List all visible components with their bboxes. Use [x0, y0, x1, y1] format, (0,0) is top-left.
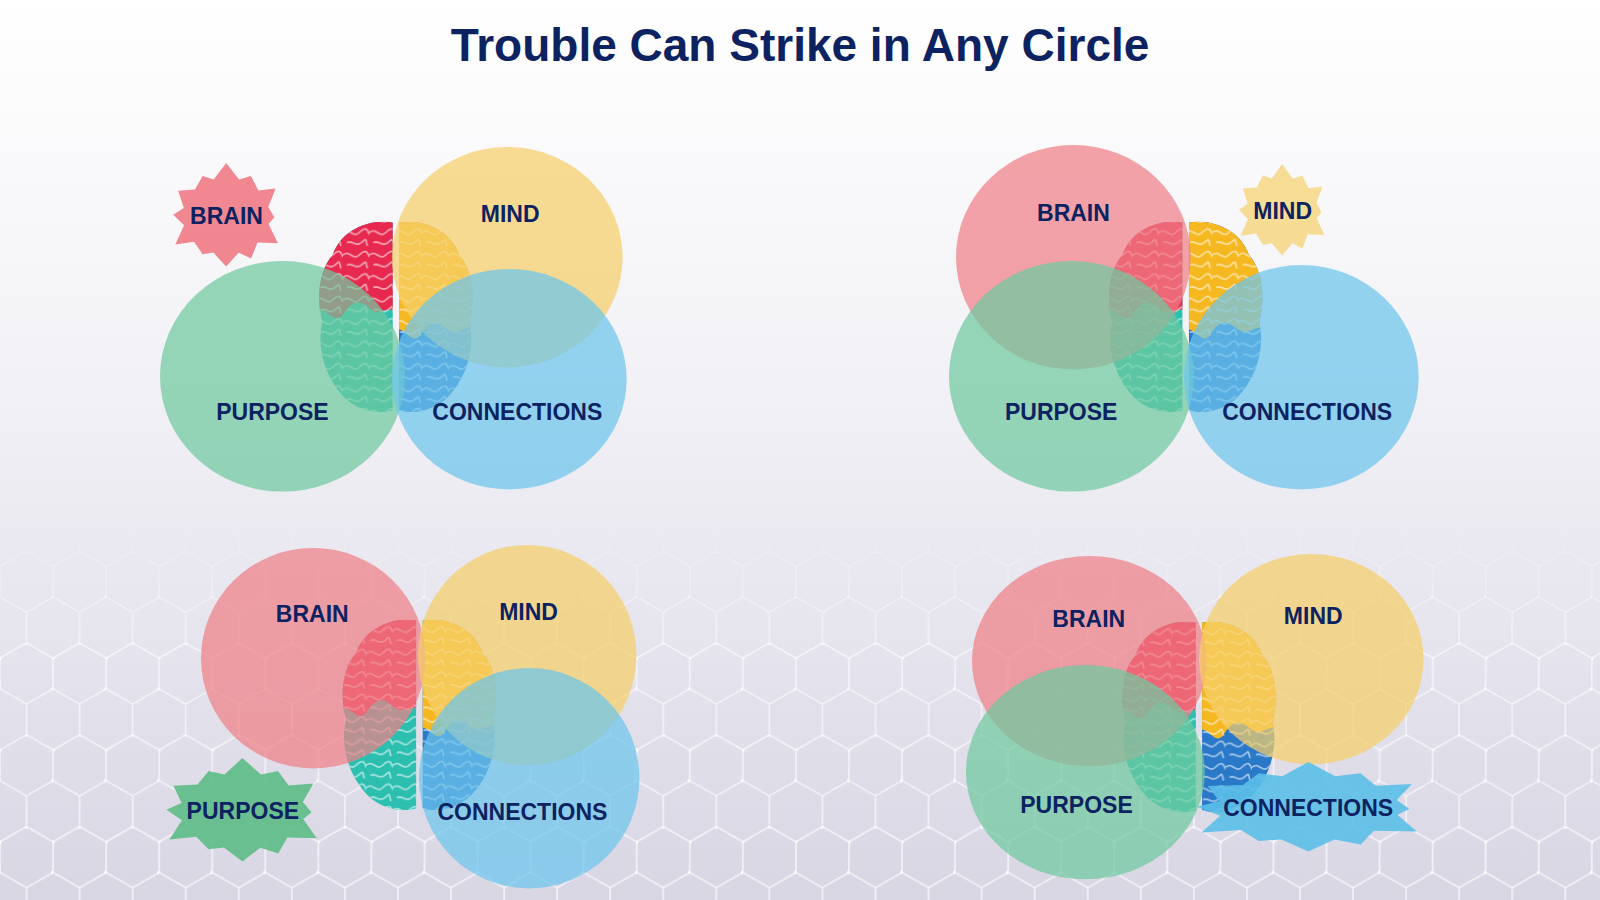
circle — [392, 269, 627, 489]
shape-outline — [966, 665, 1205, 879]
circle-label: MIND — [1284, 603, 1343, 629]
circle — [966, 665, 1205, 879]
circle-label: CONNECTIONS — [1223, 795, 1393, 821]
shape-outline — [201, 548, 425, 768]
starburst — [1239, 164, 1324, 256]
shape-outline — [949, 261, 1194, 492]
venn-circle: PURPOSE — [966, 665, 1205, 879]
circle — [949, 261, 1194, 492]
label-group: CONNECTIONS — [1223, 795, 1393, 821]
circle-label: BRAIN — [276, 601, 349, 627]
label-group: MIND — [1253, 198, 1312, 224]
venn-circle: CONNECTIONS — [419, 668, 639, 888]
label-group: BRAIN — [1052, 606, 1125, 632]
diagram-title: Trouble Can Strike in Any Circle — [0, 18, 1600, 72]
circle-label: CONNECTIONS — [1222, 399, 1392, 425]
venn-circle: PURPOSE — [160, 261, 405, 492]
circle-label: PURPOSE — [216, 399, 328, 425]
circle — [419, 668, 639, 888]
circle-label: PURPOSE — [1020, 792, 1132, 818]
shape-outline — [392, 269, 627, 489]
label-group: MIND — [499, 599, 558, 625]
venn-circle: CONNECTIONS — [1184, 265, 1419, 489]
shape-outline — [1184, 265, 1419, 489]
trouble-burst: CONNECTIONS — [1182, 762, 1435, 854]
venn-circle: PURPOSE — [949, 261, 1194, 492]
label-group: MIND — [481, 201, 540, 227]
shape-outline — [1199, 554, 1423, 764]
circle-label: BRAIN — [190, 203, 263, 229]
circle-label: MIND — [1253, 198, 1312, 224]
shape-outline — [419, 668, 639, 888]
label-group: PURPOSE — [1005, 399, 1117, 425]
trouble-burst: PURPOSE — [156, 758, 329, 864]
shape-outline — [160, 261, 405, 492]
trouble-burst: BRAIN — [166, 163, 286, 269]
starburst — [174, 163, 279, 266]
network-background — [0, 510, 1600, 900]
trouble-burst: MIND — [1233, 164, 1331, 258]
circle — [160, 261, 405, 492]
label-group: BRAIN — [1037, 200, 1110, 226]
label-group: MIND — [1284, 603, 1343, 629]
label-group: BRAIN — [190, 203, 263, 229]
venn-circle: MIND — [1199, 554, 1423, 764]
label-group: BRAIN — [276, 601, 349, 627]
circle-label: MIND — [499, 599, 558, 625]
venn-circle: BRAIN — [201, 548, 425, 768]
label-group: PURPOSE — [187, 798, 299, 824]
circle-label: PURPOSE — [187, 798, 299, 824]
venn-circle: CONNECTIONS — [392, 269, 627, 489]
label-group: PURPOSE — [1020, 792, 1132, 818]
circle-label: PURPOSE — [1005, 399, 1117, 425]
label-group: CONNECTIONS — [437, 799, 607, 825]
label-group: CONNECTIONS — [1222, 399, 1392, 425]
circle-label: CONNECTIONS — [437, 799, 607, 825]
label-group: CONNECTIONS — [432, 399, 602, 425]
starburst — [167, 758, 317, 861]
circle-label: MIND — [481, 201, 540, 227]
circle — [1199, 554, 1423, 764]
circle-label: BRAIN — [1037, 200, 1110, 226]
label-group: PURPOSE — [216, 399, 328, 425]
starburst — [1197, 762, 1417, 852]
circle-label: BRAIN — [1052, 606, 1125, 632]
circle — [201, 548, 425, 768]
circle-label: CONNECTIONS — [432, 399, 602, 425]
circle — [1184, 265, 1419, 489]
